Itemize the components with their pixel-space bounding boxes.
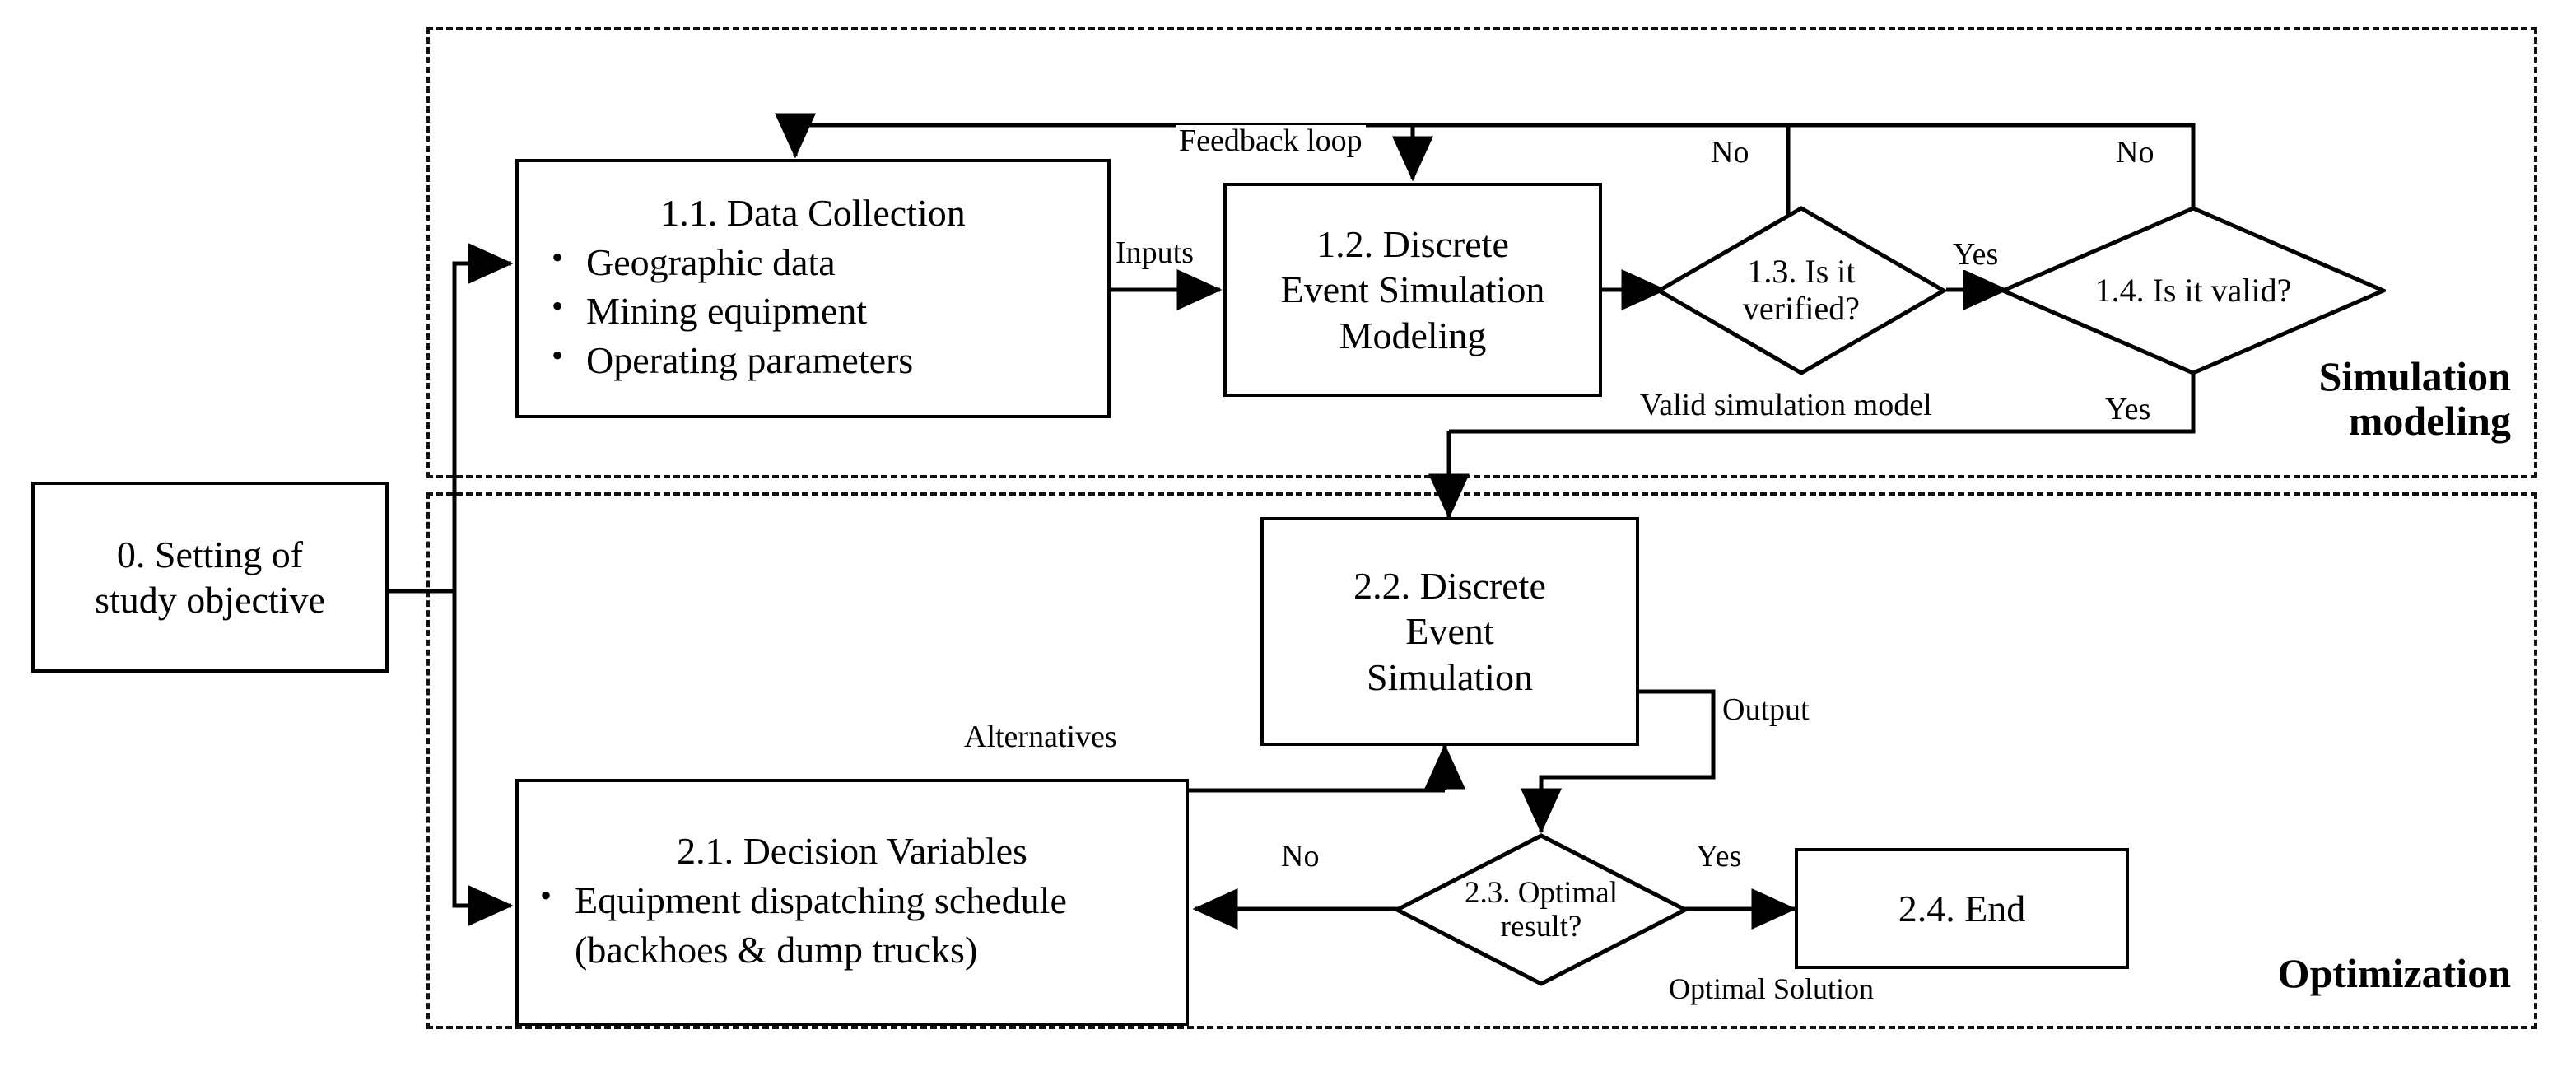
- edge-label-no-valid: No: [2113, 137, 2158, 168]
- node-decision-variables[interactable]: 2.1. Decision Variables Equipment dispat…: [515, 779, 1189, 1026]
- node-data-collection[interactable]: 1.1. Data Collection Geographic data Min…: [515, 159, 1111, 418]
- node-title-data-collection: 1.1. Data Collection: [660, 192, 966, 235]
- edge-label-optimal-solution: Optimal Solution: [1665, 974, 1878, 1004]
- zone-label-optimization: Optimization: [2277, 950, 2511, 996]
- edge-label-yes-optimal: Yes: [1693, 841, 1745, 872]
- edge-label-no-optimal: No: [1278, 841, 1323, 872]
- edge-label-output: Output: [1719, 694, 1813, 725]
- node-label-objective: 0. Setting of study objective: [95, 533, 325, 621]
- list-item: Geographic data: [548, 236, 1096, 287]
- node-optimal-result[interactable]: 2.3. Optimal result?: [1392, 833, 1690, 986]
- edge-label-alternatives: Alternatives: [961, 721, 1120, 752]
- node-label-verified: 1.3. Is it verified?: [1742, 253, 1861, 327]
- zone-label-simulation-modeling: Simulation modeling: [2318, 353, 2511, 444]
- edge-label-valid-simulation-model: Valid simulation model: [1637, 389, 1935, 421]
- data-collection-bullet-list: Geographic data Mining equipment Operati…: [519, 236, 1107, 385]
- node-is-it-valid[interactable]: 1.4. Is it valid?: [1997, 206, 2389, 375]
- edge-label-yes-verified: Yes: [1949, 239, 2002, 270]
- list-item: Operating parameters: [548, 334, 1096, 385]
- node-des-run[interactable]: 2.2. Discrete Event Simulation: [1260, 517, 1639, 746]
- edge-label-yes-valid: Yes: [2102, 394, 2154, 425]
- edge-label-inputs: Inputs: [1112, 237, 1197, 268]
- node-label-des-modeling: 1.2. Discrete Event Simulation Modeling: [1280, 223, 1545, 356]
- diamond-shape-verified: [1655, 206, 1948, 375]
- node-setting-study-objective[interactable]: 0. Setting of study objective: [31, 482, 389, 673]
- node-label-optimal: 2.3. Optimal result?: [1464, 875, 1618, 944]
- node-is-it-verified[interactable]: 1.3. Is it verified?: [1655, 206, 1948, 375]
- node-label-des-run: 2.2. Discrete Event Simulation: [1353, 565, 1546, 698]
- node-label-end: 2.4. End: [1898, 887, 2026, 930]
- diamond-shape-valid: [1997, 206, 2389, 375]
- node-label-valid: 1.4. Is it valid?: [2094, 271, 2292, 309]
- node-title-decision-variables: 2.1. Decision Variables: [677, 830, 1027, 873]
- edge-label-feedback-loop: Feedback loop: [1176, 125, 1366, 156]
- edge-label-no-verified: No: [1707, 137, 1753, 168]
- node-des-modeling[interactable]: 1.2. Discrete Event Simulation Modeling: [1223, 183, 1602, 397]
- zone-optimization: [426, 492, 2537, 1029]
- diamond-shape-optimal: [1392, 833, 1690, 986]
- list-item: Equipment dispatching schedule (backhoes…: [537, 874, 1174, 975]
- decision-variables-bullet-list: Equipment dispatching schedule (backhoes…: [519, 874, 1186, 975]
- list-item: Mining equipment: [548, 285, 1096, 336]
- zone-simulation-modeling: [426, 27, 2537, 478]
- node-end[interactable]: 2.4. End: [1795, 848, 2129, 969]
